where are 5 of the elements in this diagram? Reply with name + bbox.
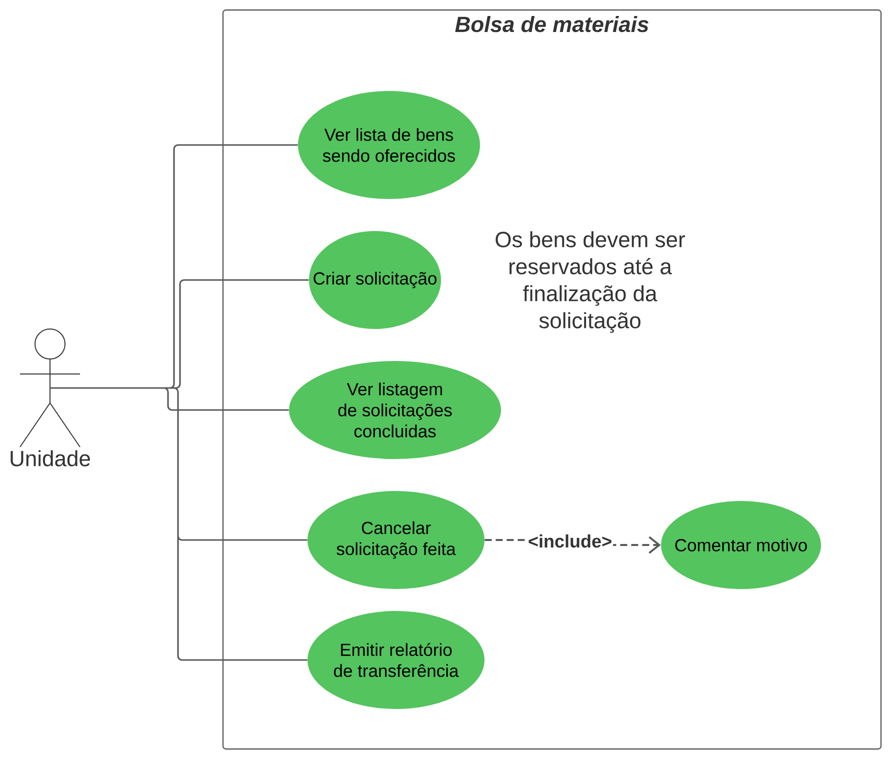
edge-label: <include> xyxy=(527,533,614,549)
actor-label: Unidade xyxy=(10,450,90,466)
stick-figure xyxy=(20,328,80,448)
connector-line xyxy=(49,144,310,661)
note-text: Os bens devem ser reservados até a finalização da solicitação xyxy=(496,231,685,333)
